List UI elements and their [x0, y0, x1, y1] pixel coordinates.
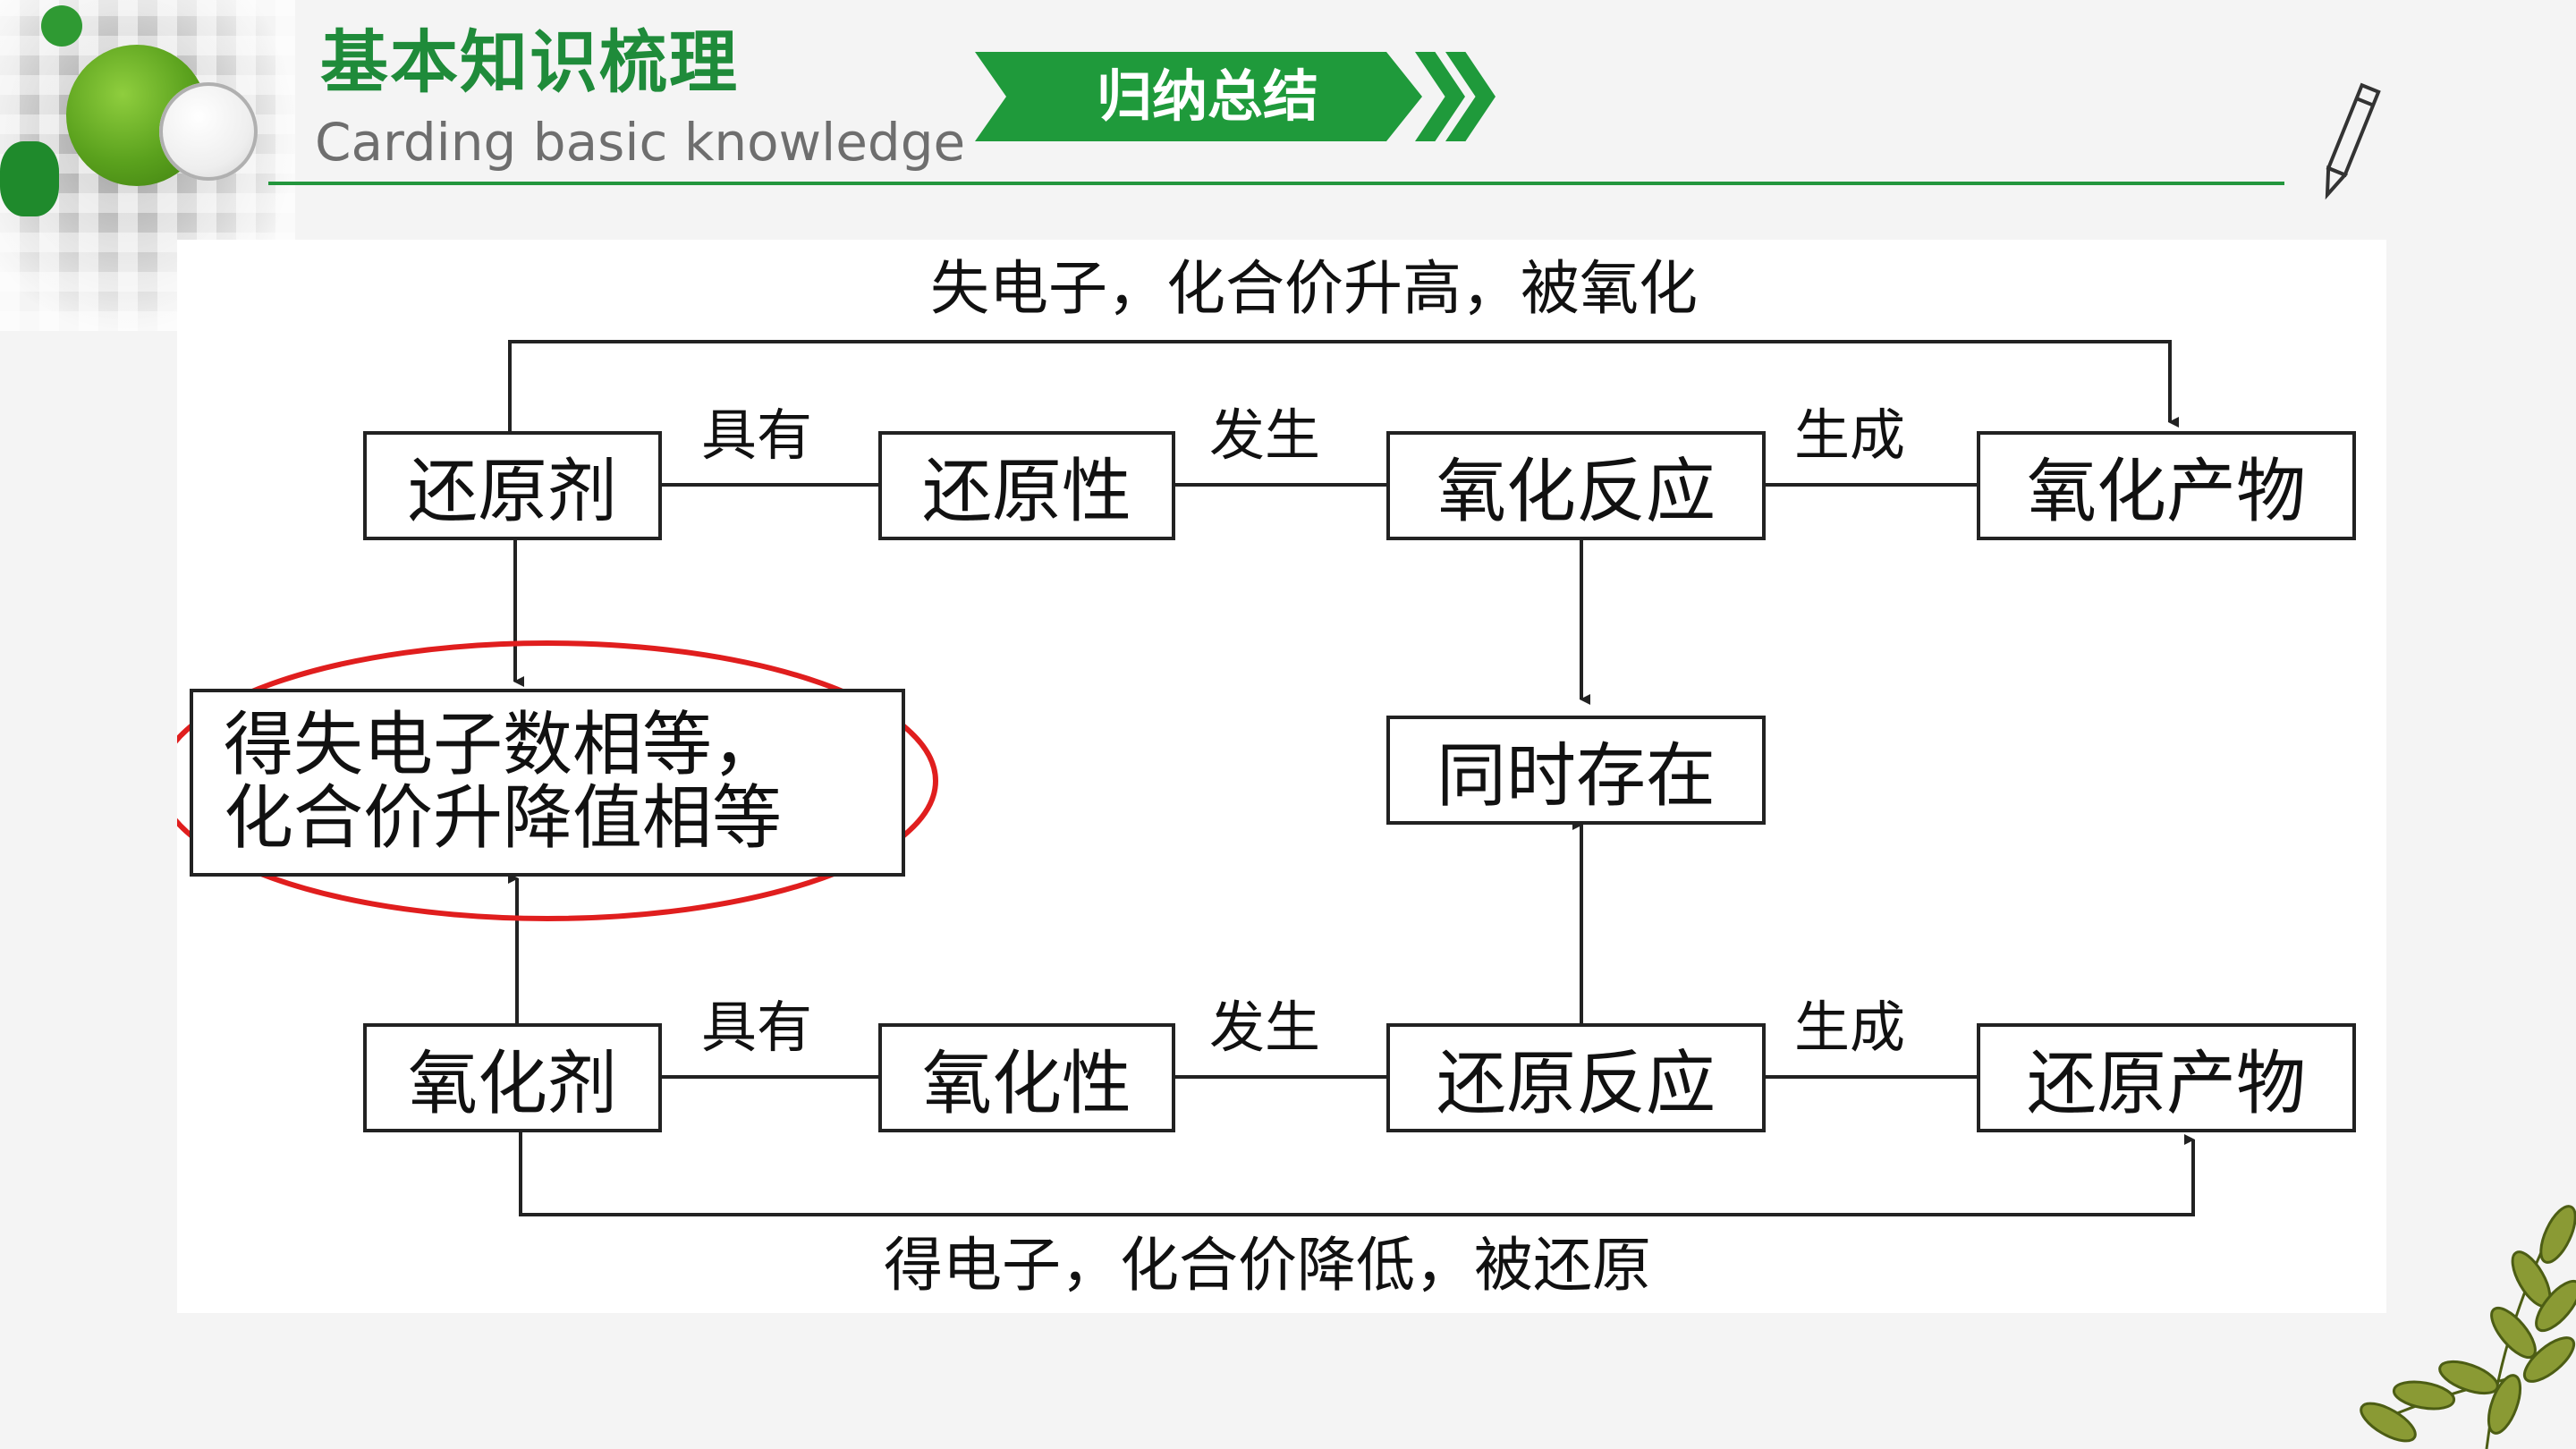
node-oxidizability: 氧化性	[878, 1023, 1175, 1132]
green-dot-decoration	[41, 5, 82, 47]
top-arc-label: 失电子，化合价升高，被氧化	[930, 254, 1698, 323]
header-divider	[268, 182, 2284, 185]
electron-balance-line-2: 化合价升降值相等	[224, 778, 783, 859]
edge-label-has: 具有	[701, 402, 813, 468]
green-dot-decoration	[0, 141, 59, 216]
edge-label-produces: 生成	[1794, 995, 1906, 1060]
node-reducing-agent: 还原剂	[363, 431, 662, 540]
page-title: 基本知识梳理	[320, 22, 739, 102]
node-oxidation-product: 氧化产物	[1977, 431, 2356, 540]
node-coexist: 同时存在	[1386, 716, 1766, 825]
diagram-connectors	[177, 340, 2195, 1216]
edge-label-has: 具有	[701, 995, 813, 1060]
section-banner	[975, 52, 1422, 141]
electron-balance-line-1: 得失电子数相等，	[224, 705, 783, 786]
pencil-icon	[2325, 82, 2381, 200]
node-reducibility: 还原性	[878, 431, 1175, 540]
edge-label-occurs: 发生	[1209, 402, 1321, 468]
node-oxidizing-agent: 氧化剂	[363, 1023, 662, 1132]
node-oxidation-reaction: 氧化反应	[1386, 431, 1766, 540]
node-reduction-product: 还原产物	[1977, 1023, 2356, 1132]
white-ball-decoration	[159, 82, 258, 181]
leaves-decoration	[2360, 1205, 2576, 1449]
node-reduction-reaction: 还原反应	[1386, 1023, 1766, 1132]
bottom-arc-label: 得电子，化合价降低，被还原	[884, 1231, 1651, 1300]
top-arc-connector	[508, 340, 2179, 431]
diagram-panel: 失电子，化合价升高，被氧化 得电子，化合价降低，被还原 还原剂 具有 还原性 发…	[177, 240, 2386, 1313]
highlight-ellipse	[177, 640, 938, 921]
edge-label-produces: 生成	[1794, 402, 1906, 468]
section-banner-label: 归纳总结	[1096, 64, 1318, 129]
page-subtitle: Carding basic knowledge	[315, 112, 966, 173]
edge-label-occurs: 发生	[1209, 995, 1321, 1060]
bottom-arc-connector	[519, 1131, 2195, 1216]
node-electron-balance: 得失电子数相等， 化合价升降值相等	[190, 689, 905, 877]
